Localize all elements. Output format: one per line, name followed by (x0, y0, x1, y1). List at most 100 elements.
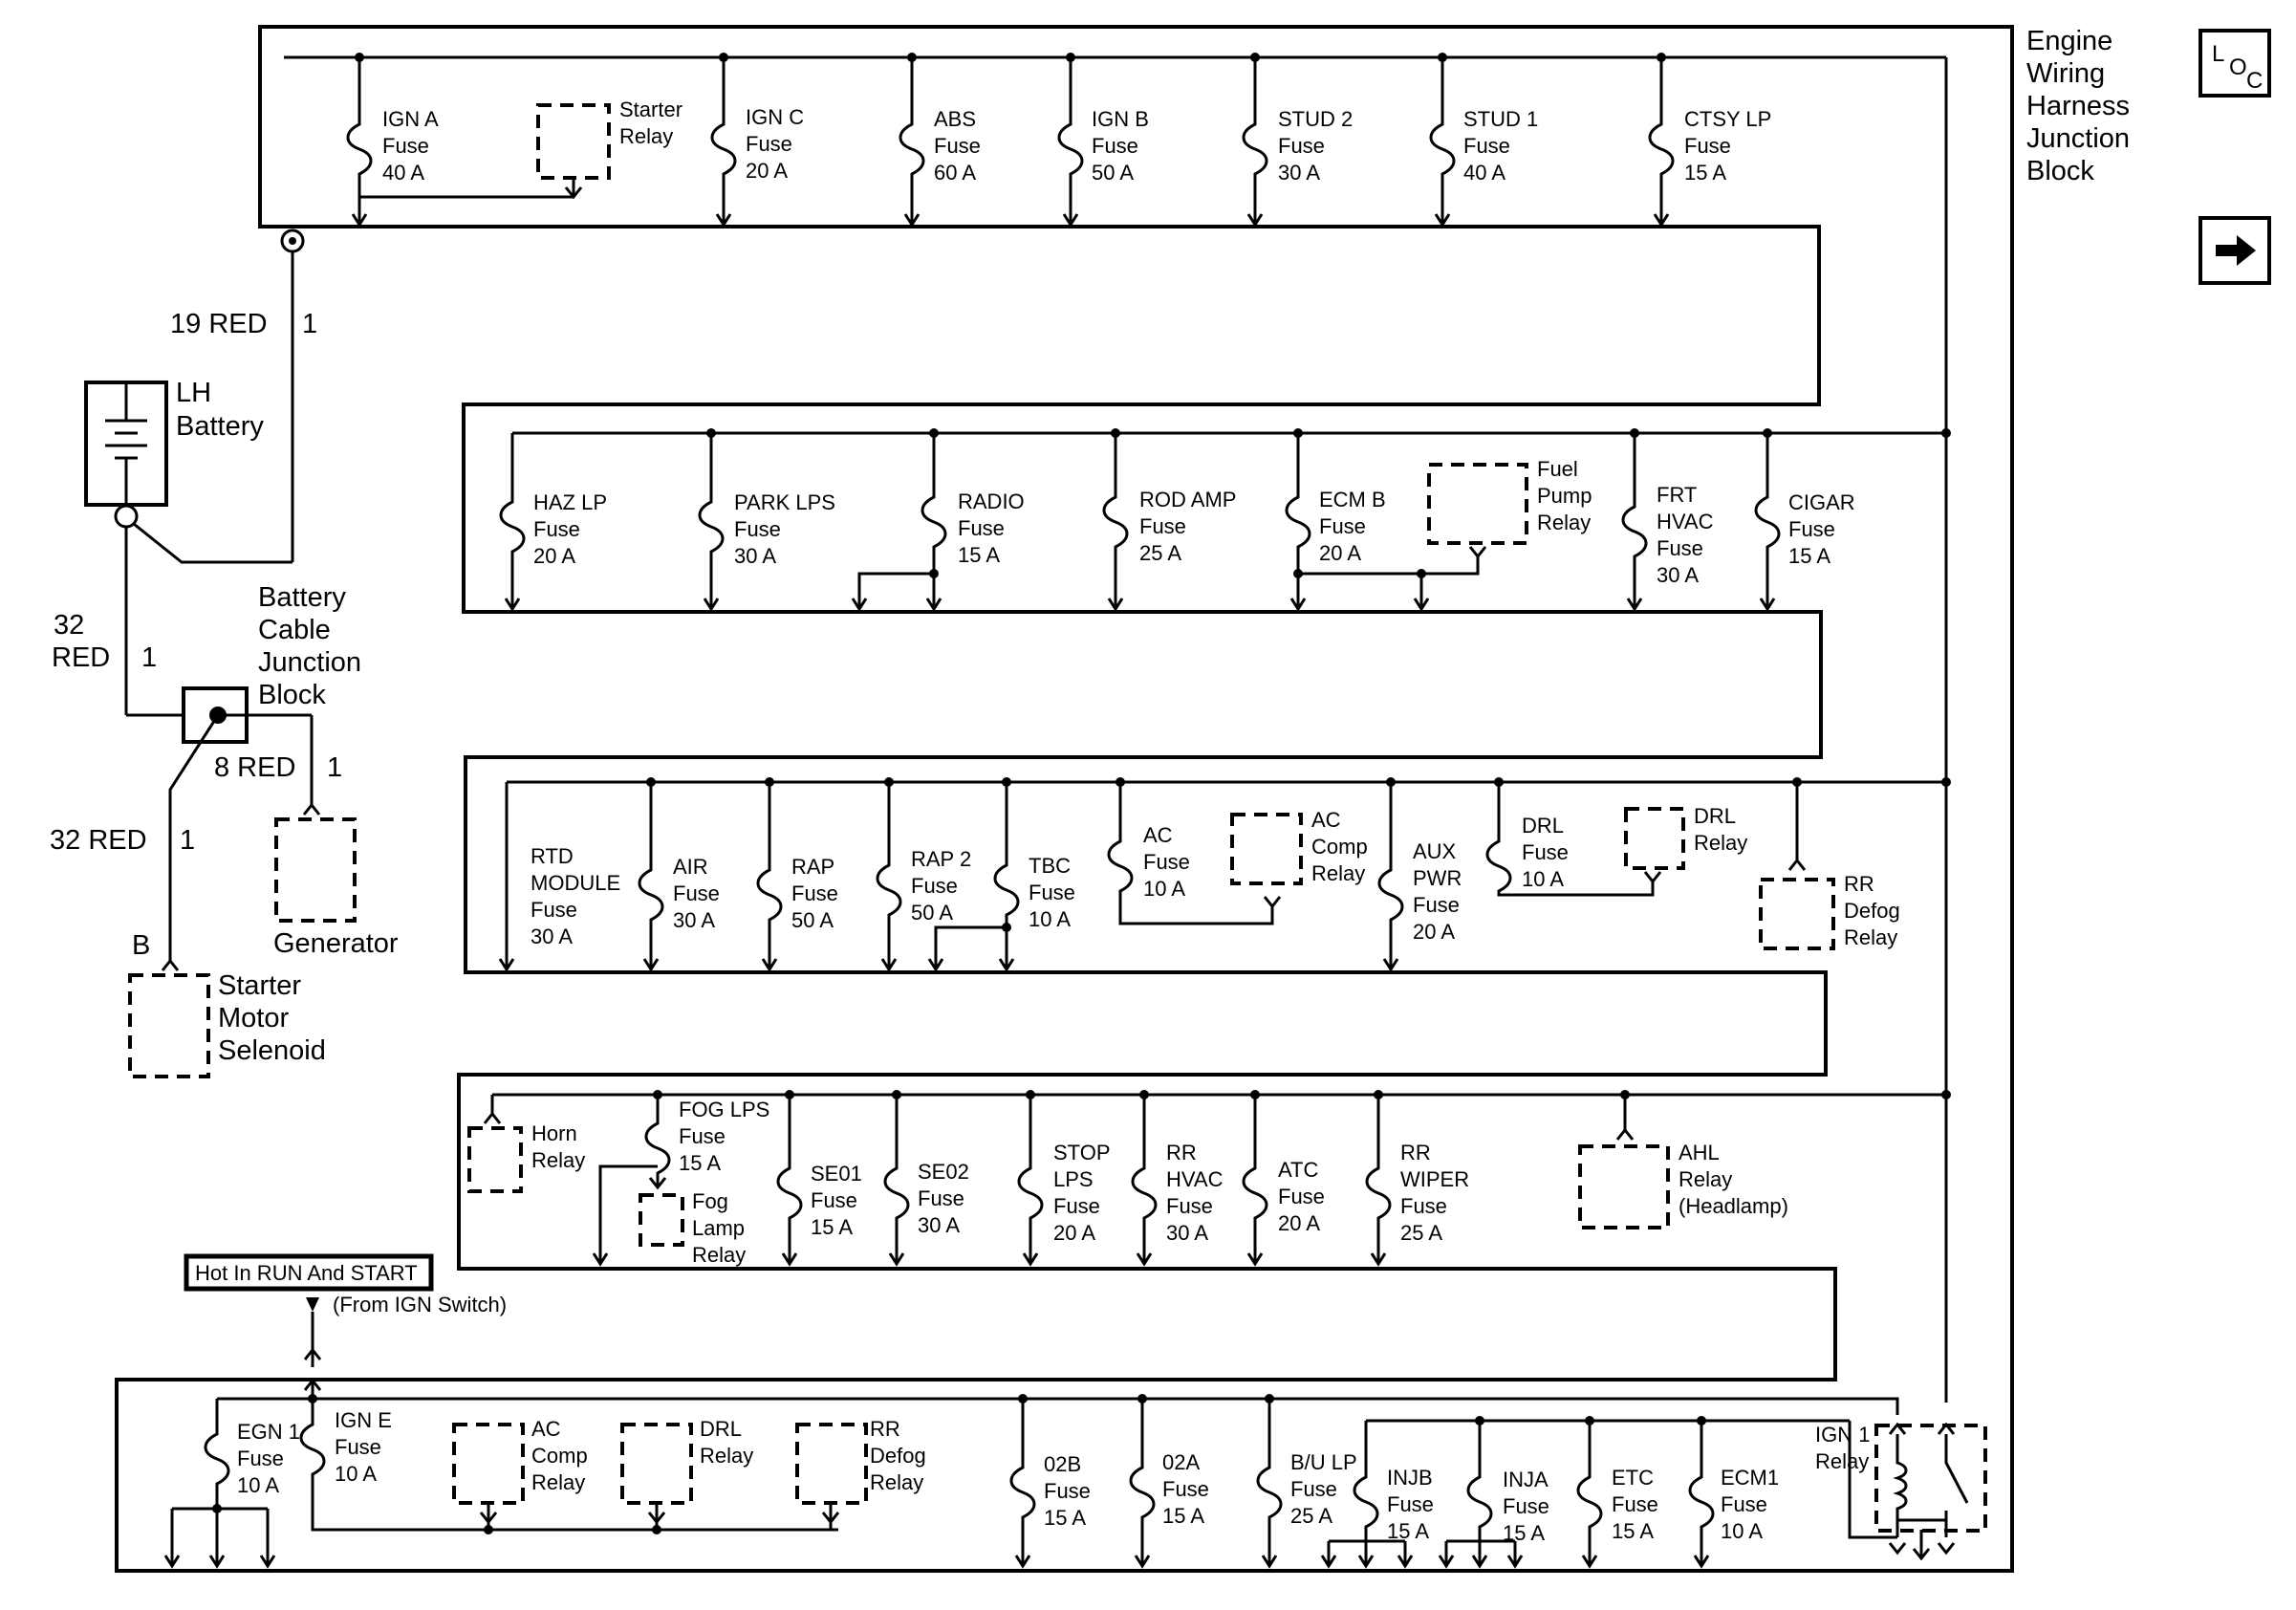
svg-text:25 A: 25 A (1400, 1221, 1442, 1245)
rr-defog-relay-row3: RR Defog Relay (1759, 777, 1900, 950)
svg-text:Relay: Relay (870, 1470, 923, 1494)
svg-text:ETC: ETC (1612, 1466, 1654, 1490)
svg-text:Junction: Junction (2026, 123, 2130, 154)
svg-text:10 A: 10 A (1143, 877, 1185, 901)
svg-text:Fuse: Fuse (1278, 134, 1325, 158)
svg-text:ABS: ABS (934, 107, 976, 131)
fuse-air: AIR Fuse 30 A (638, 777, 720, 972)
svg-text:Fuse: Fuse (1166, 1194, 1213, 1218)
svg-text:Engine: Engine (2026, 26, 2112, 56)
svg-text:30 A: 30 A (734, 544, 776, 568)
svg-text:Fuse: Fuse (934, 134, 981, 158)
svg-text:Relay: Relay (531, 1470, 585, 1494)
svg-text:Pump: Pump (1537, 484, 1592, 508)
svg-text:10 A: 10 A (237, 1473, 279, 1497)
svg-text:Fuse: Fuse (1684, 134, 1731, 158)
svg-text:15 A: 15 A (1788, 544, 1830, 568)
svg-text:IGN A: IGN A (382, 107, 439, 131)
svg-text:Fuse: Fuse (679, 1124, 726, 1148)
svg-text:Fuse: Fuse (1029, 881, 1075, 904)
svg-text:Defog: Defog (1844, 899, 1900, 923)
svg-text:AHL: AHL (1679, 1141, 1720, 1164)
svg-text:RTD: RTD (531, 844, 574, 868)
svg-text:FOG LPS: FOG LPS (679, 1098, 769, 1121)
fuse-tbc: TBC Fuse 10 A (927, 777, 1075, 972)
svg-text:STOP: STOP (1053, 1141, 1111, 1164)
svg-text:20 A: 20 A (1053, 1221, 1095, 1245)
lh-battery: LH Battery (84, 378, 264, 529)
svg-text:Fuel: Fuel (1537, 457, 1578, 481)
svg-text:Defog: Defog (870, 1444, 926, 1468)
rr-defog-relay-row5: RR Defog Relay (795, 1417, 926, 1530)
svg-text:Fuse: Fuse (1400, 1194, 1447, 1218)
fuse-ign-b: IGN B Fuse 50 A (1057, 53, 1149, 228)
fuse-stop-lps: STOP LPS Fuse 20 A (1017, 1090, 1111, 1267)
svg-text:LH: LH (176, 378, 211, 408)
svg-text:30 A: 30 A (673, 908, 715, 932)
svg-text:RAP 2: RAP 2 (911, 847, 971, 871)
fuse-cigar: CIGAR Fuse 15 A (1754, 428, 1855, 612)
svg-text:15 A: 15 A (1387, 1519, 1429, 1543)
starter-motor-solenoid: 32 RED 1 B Starter Motor Selenoid (50, 714, 326, 1078)
svg-text:Block: Block (2026, 156, 2094, 186)
ac-comp-relay-row3: AC Comp Relay (1230, 808, 1368, 909)
svg-text:1: 1 (302, 309, 317, 339)
svg-text:Fuse: Fuse (811, 1188, 857, 1212)
fuse-ign-a: IGN A Fuse 40 A (346, 53, 574, 228)
svg-text:Relay: Relay (700, 1444, 753, 1468)
svg-text:Fog: Fog (692, 1189, 728, 1213)
fuse-rtd-module: RTD MODULE Fuse 30 A (498, 782, 620, 972)
svg-text:30 A: 30 A (918, 1213, 960, 1237)
svg-text:Fuse: Fuse (531, 898, 577, 922)
battery-cable-junction-block: Battery Cable Junction Block (126, 582, 361, 744)
svg-text:50 A: 50 A (911, 901, 953, 925)
svg-text:Lamp: Lamp (692, 1216, 745, 1240)
svg-text:ROD AMP: ROD AMP (1139, 488, 1236, 511)
svg-text:Cable: Cable (258, 615, 331, 645)
fuse-drl: DRL Fuse 10 A (1485, 777, 1655, 897)
svg-text:Fuse: Fuse (1162, 1477, 1209, 1501)
svg-text:10 A: 10 A (1522, 867, 1564, 891)
svg-text:IGN 1: IGN 1 (1815, 1423, 1870, 1447)
svg-text:RAP: RAP (791, 855, 834, 879)
block-title: Engine Wiring Harness Junction Block (2026, 26, 2130, 186)
svg-text:Fuse: Fuse (1463, 134, 1510, 158)
loc-icon[interactable]: L O C (2199, 29, 2271, 98)
svg-text:Starter: Starter (619, 98, 682, 121)
svg-text:Relay: Relay (1311, 861, 1365, 885)
svg-text:15 A: 15 A (958, 543, 1000, 567)
svg-text:02A: 02A (1162, 1450, 1200, 1474)
fuse-fog-lps: FOG LPS Fuse 15 A (592, 1090, 769, 1267)
bus-lines (284, 55, 1951, 1403)
svg-text:Fuse: Fuse (1413, 893, 1460, 917)
svg-text:Fuse: Fuse (1290, 1477, 1337, 1501)
svg-text:LPS: LPS (1053, 1167, 1094, 1191)
svg-text:15 A: 15 A (679, 1151, 721, 1175)
svg-text:CIGAR: CIGAR (1788, 490, 1855, 514)
svg-text:EGN 1: EGN 1 (237, 1420, 300, 1444)
next-arrow-icon[interactable] (2199, 216, 2271, 285)
svg-text:Horn: Horn (531, 1121, 577, 1145)
svg-text:Relay: Relay (531, 1148, 585, 1172)
fuse-ign-e: IGN E Fuse 10 A (299, 1408, 838, 1532)
svg-text:Fuse: Fuse (1044, 1479, 1091, 1503)
svg-text:ECM1: ECM1 (1721, 1466, 1779, 1490)
svg-text:RR: RR (1166, 1141, 1197, 1164)
svg-text:B: B (132, 930, 150, 961)
svg-text:AUX: AUX (1413, 839, 1457, 863)
fog-lamp-relay: Fog Lamp Relay (639, 1189, 746, 1267)
svg-text:O: O (2229, 54, 2247, 80)
svg-text:32 RED: 32 RED (50, 825, 147, 856)
svg-text:Relay: Relay (1679, 1167, 1732, 1191)
svg-text:PWR: PWR (1413, 866, 1462, 890)
svg-text:30 A: 30 A (1278, 161, 1320, 185)
svg-text:SE01: SE01 (811, 1162, 862, 1186)
svg-text:RR: RR (1844, 872, 1874, 896)
svg-text:20 A: 20 A (1278, 1211, 1320, 1235)
svg-text:Relay: Relay (1815, 1449, 1869, 1473)
svg-text:Fuse: Fuse (918, 1186, 964, 1210)
svg-text:SE02: SE02 (918, 1160, 969, 1184)
svg-text:10 A: 10 A (335, 1462, 377, 1486)
svg-text:1: 1 (141, 642, 157, 673)
